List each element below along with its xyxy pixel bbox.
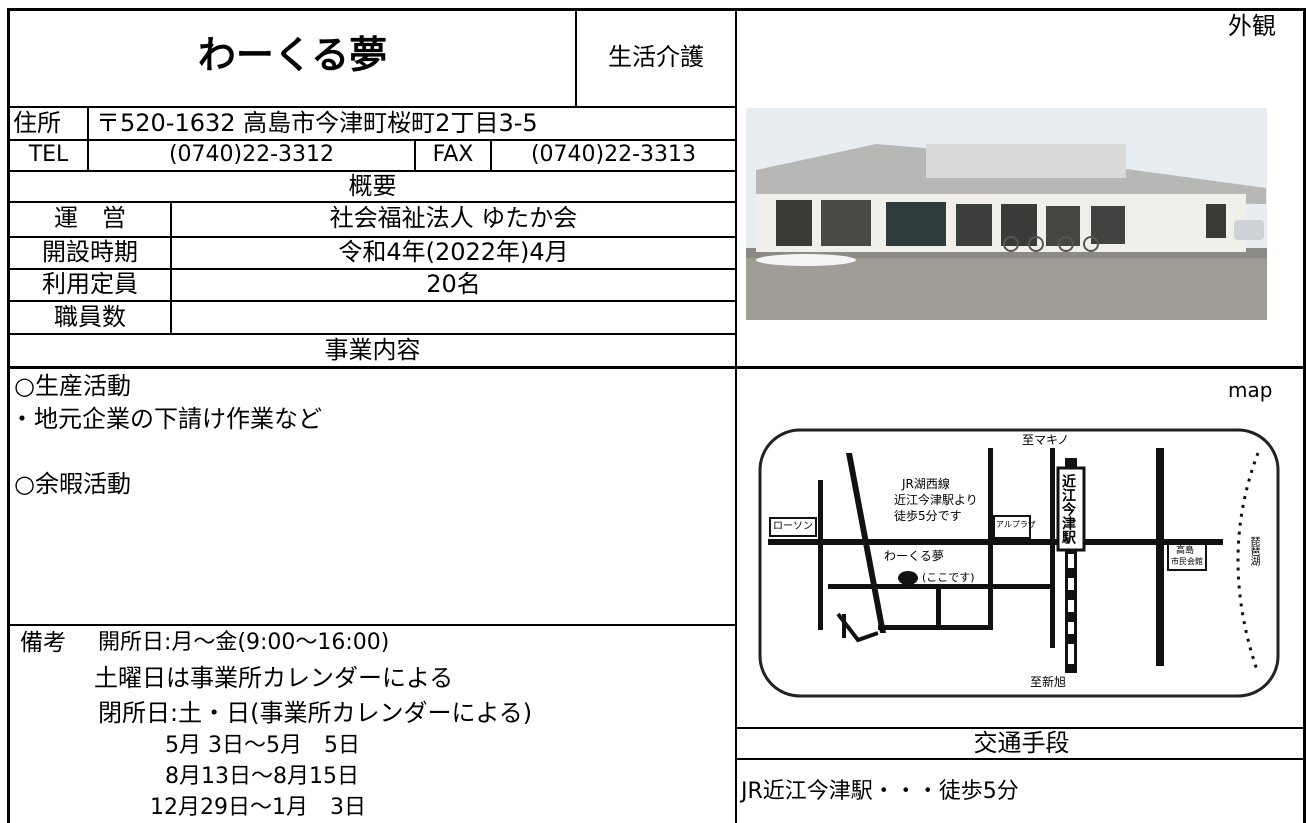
map-route-label: 徒歩5分です	[894, 509, 962, 523]
rule-tel-bottom	[7, 170, 736, 172]
vline-overview-labels	[170, 202, 172, 334]
business-heading: 事業内容	[324, 336, 421, 364]
map-here-label: (ここです)	[922, 571, 975, 584]
operator-value: 社会福祉法人 ゆたか会	[329, 204, 578, 232]
business-line: ○生産活動	[14, 372, 131, 400]
facility-name: わーくる夢	[197, 33, 388, 77]
rule-business-head	[7, 366, 736, 369]
address-label: 住所	[13, 109, 61, 137]
map-lawson-label: ローソン	[773, 521, 813, 532]
access-heading: 交通手段	[973, 729, 1070, 757]
rule-access-head-top	[736, 727, 1306, 729]
map-lake-label: 琵琶湖	[1248, 536, 1259, 566]
exterior-photo	[746, 108, 1267, 320]
vline-fax-right	[490, 140, 492, 171]
access-map: 至マキノ 至新旭 近江今津駅 JR湖西線 近江今津駅より 徒歩5分です ローソン…	[758, 428, 1280, 698]
remarks-line: 12月29日～1月 3日	[150, 795, 366, 820]
map-shop-right-label: 高島	[1176, 546, 1195, 556]
vline-fax-left	[414, 140, 416, 171]
staff-label: 職員数	[54, 303, 126, 331]
remarks-line: 閉所日:土・日(事業所カレンダーによる)	[98, 699, 533, 727]
map-shop-right-label: 市民会館	[1171, 557, 1203, 566]
map-label: map	[1228, 378, 1273, 402]
opened-value: 令和4年(2022年)4月	[338, 238, 569, 266]
rule-remarks-top	[7, 624, 736, 626]
remarks-line: 開所日:月～金(9:00～16:00)	[98, 630, 390, 655]
rule-row2	[7, 268, 736, 270]
overview-heading: 概要	[348, 172, 397, 200]
divider-center	[735, 8, 737, 823]
rule-row1	[7, 236, 736, 238]
address-value: 〒520-1632 高島市今津町桜町2丁目3-5	[96, 109, 538, 137]
map-station-label: 近江今津駅	[1060, 474, 1076, 544]
map-route-label: JR湖西線	[902, 477, 950, 491]
service-type: 生活介護	[608, 43, 704, 71]
vline-address-label	[87, 107, 89, 171]
rule-row4	[7, 333, 736, 335]
opened-label: 開設時期	[42, 238, 138, 266]
map-route-label: 近江今津駅より	[894, 493, 978, 507]
vline-title-service	[575, 8, 577, 107]
document-frame	[7, 8, 1306, 823]
fax-value: (0740)22-3313	[530, 142, 697, 167]
business-line: ○余暇活動	[14, 470, 131, 498]
remarks-line: 5月 3日～5月 5日	[165, 733, 360, 758]
capacity-value: 20名	[426, 270, 481, 298]
rule-right-mid	[736, 366, 1306, 369]
tel-label: TEL	[28, 142, 69, 167]
operator-label: 運 営	[54, 204, 126, 232]
rule-row3	[7, 300, 736, 302]
business-line: ・地元企業の下請け作業など	[10, 405, 322, 433]
remarks-label: 備考	[20, 630, 66, 656]
remarks-line: 8月13日～8月15日	[165, 764, 359, 789]
map-south-label: 至新旭	[1030, 675, 1067, 689]
rule-address-bottom	[7, 139, 736, 141]
map-facility-label: わーくる夢	[884, 549, 944, 563]
rule-access-head-bottom	[736, 758, 1306, 760]
remarks-line: 土曜日は事業所カレンダーによる	[94, 664, 454, 692]
tel-value: (0740)22-3312	[168, 142, 335, 167]
access-value: JR近江今津駅・・・徒歩5分	[741, 779, 1019, 804]
exterior-label: 外観	[1228, 12, 1276, 40]
rule-overview-head	[7, 201, 736, 203]
fax-label: FAX	[432, 142, 474, 167]
capacity-label: 利用定員	[42, 270, 138, 298]
map-north-label: 至マキノ	[1022, 433, 1070, 447]
map-shop-left-label: アルプラザ	[996, 520, 1036, 529]
rule-title-bottom	[7, 106, 736, 108]
